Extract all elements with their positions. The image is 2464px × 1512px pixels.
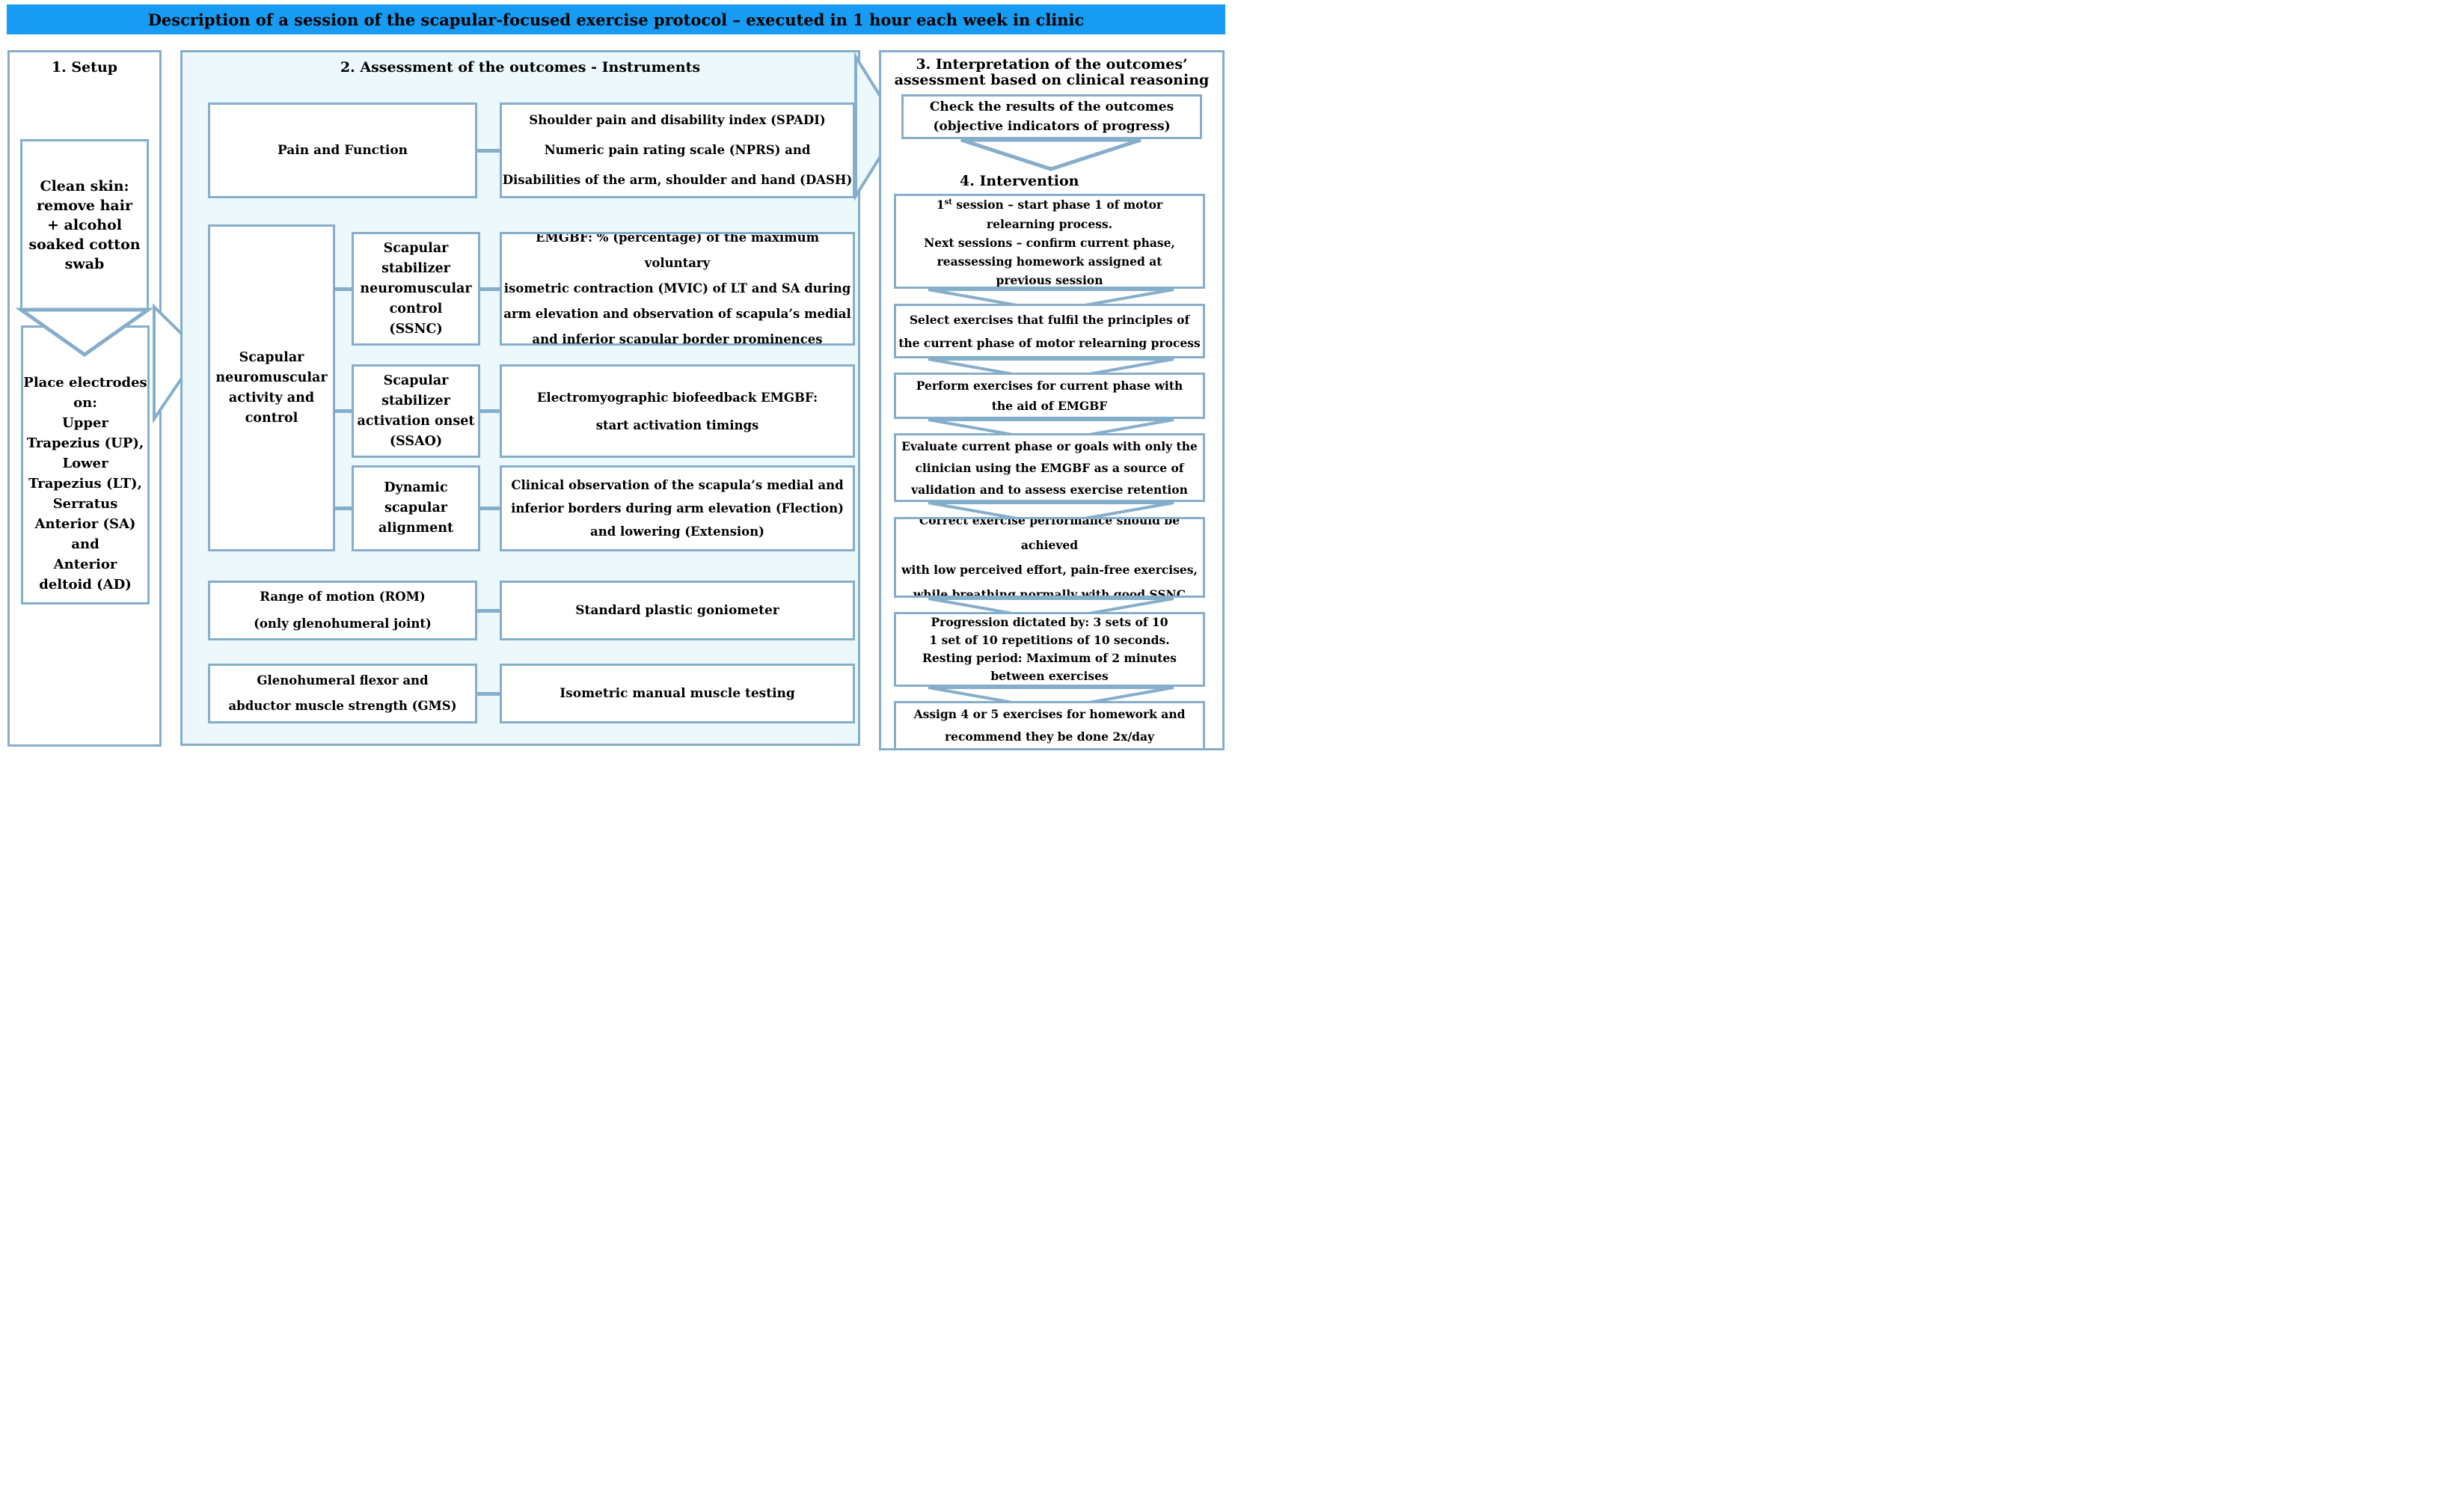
intervention-step-7: Assign 4 or 5 exercises for homework and… (894, 701, 1205, 750)
pain-function-label: Pain and Function (277, 143, 408, 158)
protocol-diagram: Description of a session of the scapular… (0, 0, 1232, 756)
interpretation-header: 3. Interpretation of the outcomes’assess… (879, 57, 1225, 88)
ssnc-connector (480, 287, 500, 291)
step-7-text: Assign 4 or 5 exercises for homework and… (913, 707, 1186, 744)
intervention-step-1: 1st session – start phase 1 of motor rel… (894, 194, 1205, 289)
check-results-box: Check the results of the outcomes(object… (901, 94, 1202, 139)
intervention-step-2: Select exercises that fulfil the princip… (894, 304, 1205, 358)
pain-connector (477, 149, 500, 153)
step-5-text: Correct exercise performance should be a… (901, 517, 1198, 598)
ssao-description-box: Electromyographic biofeedback EMGBF:star… (500, 364, 855, 458)
pain-function-box: Pain and Function (208, 102, 477, 198)
interpretation-header-text: 3. Interpretation of the outcomes’assess… (894, 56, 1210, 88)
ssnc-description-text: EMGBF: % (percentage) of the maximum vol… (503, 232, 851, 346)
gms-instrument-text: Isometric manual muscle testing (560, 686, 795, 701)
step-4-text: Evaluate current phase or goals with onl… (901, 438, 1198, 497)
step-1-text: relearning process.Next sessions – confi… (924, 216, 1175, 287)
dynamic-connector (480, 506, 500, 510)
step-connector-icon (928, 358, 1174, 383)
assessment-header: 2. Assessment of the outcomes - Instrume… (340, 59, 701, 76)
setup-to-assessment-arrow-icon (153, 303, 202, 424)
intervention-step-4: Evaluate current phase or goals with onl… (894, 433, 1205, 502)
dynamic-description-box: Clinical observation of the scapula’s me… (500, 465, 855, 551)
group-to-ssnc-connector (335, 287, 352, 291)
ssao-description-text: Electromyographic biofeedback EMGBF:star… (536, 390, 818, 432)
ssao-connector (480, 409, 500, 413)
check-to-intervention-chevron-icon (960, 138, 1141, 171)
intervention-header: 4. Intervention (960, 173, 1079, 189)
setup-header: 1. Setup (51, 59, 118, 76)
step-2-text: Select exercises that fulfil the princip… (898, 312, 1201, 350)
diagram-title: Description of a session of the scapular… (147, 10, 1085, 29)
ssnc-description-box: EMGBF: % (percentage) of the maximum vol… (500, 232, 855, 346)
step-connector-icon (928, 686, 1174, 711)
title-banner: Description of a session of the scapular… (7, 4, 1225, 34)
gms-connector (477, 692, 500, 696)
rom-connector (477, 609, 500, 613)
gms-instrument-box: Isometric manual muscle testing (500, 664, 855, 723)
assessment-to-interpretation-arrow-icon (854, 52, 901, 201)
pain-instruments-text: Shoulder pain and disability index (SPAD… (502, 113, 853, 187)
step-connector-icon (928, 501, 1174, 527)
group-to-ssao-connector (335, 409, 352, 413)
intervention-step-5: Correct exercise performance should be a… (894, 517, 1205, 598)
step-connector-icon (928, 418, 1174, 444)
ordinal-superscript: st (944, 198, 952, 207)
rom-instrument-text: Standard plastic goniometer (575, 603, 779, 618)
step-connector-icon (928, 288, 1174, 313)
group-to-dynamic-connector (335, 506, 352, 510)
down-chevron-icon (15, 307, 154, 358)
dynamic-description-text: Clinical observation of the scapula’s me… (511, 478, 844, 539)
check-results-text: Check the results of the outcomes(object… (929, 100, 1174, 134)
rom-label: Range of motion (ROM)(only glenohumeral … (254, 590, 432, 631)
step-connector-icon (928, 597, 1174, 622)
rom-instrument-box: Standard plastic goniometer (500, 581, 855, 640)
rom-box: Range of motion (ROM)(only glenohumeral … (208, 581, 477, 640)
pain-instruments-box: Shoulder pain and disability index (SPAD… (500, 102, 855, 198)
step-1-first-line: 1st session – start phase 1 of motor (936, 198, 1163, 212)
step-3-text: Perform exercises for current phase with… (916, 379, 1183, 413)
intervention-step-3: Perform exercises for current phase with… (894, 373, 1205, 419)
